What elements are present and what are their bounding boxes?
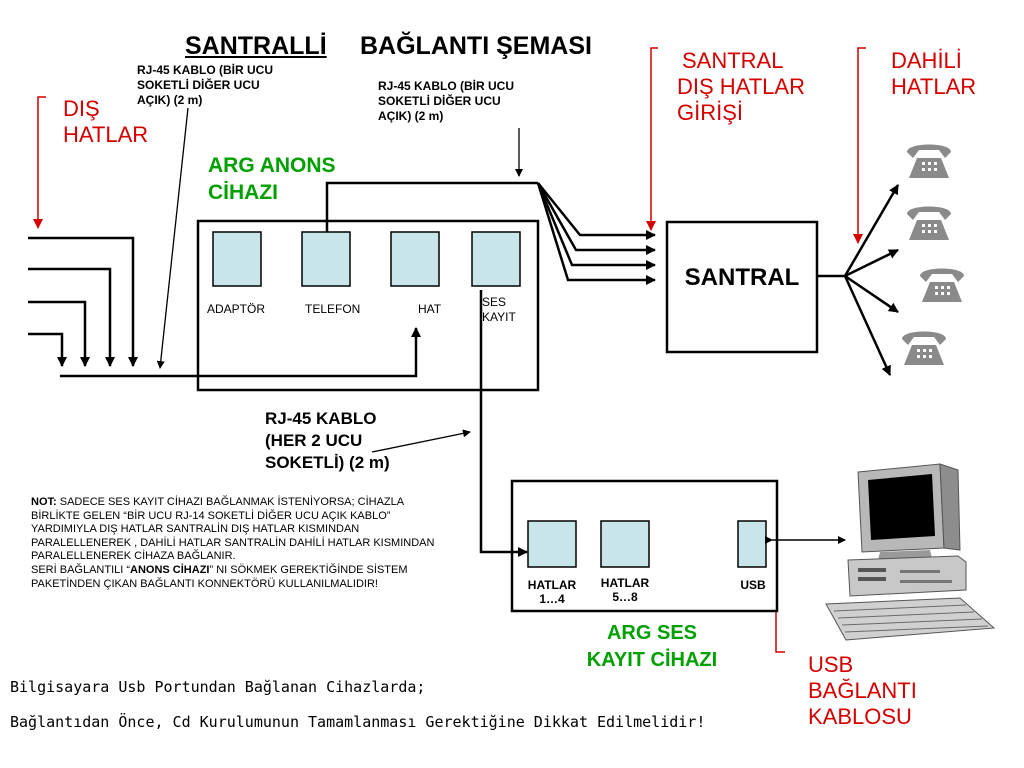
port-label-hatlar-1-4: HATLAR 1…4: [527, 578, 577, 606]
note-text: NOT: SADECE SES KAYIT CİHAZI BAĞLANMAK İ…: [31, 496, 435, 590]
port-label-adaptor: ADAPTÖR: [207, 302, 266, 316]
rj45-middle-label: RJ-45 KABLO (HER 2 UCU SOKETLİ) (2 m): [265, 409, 390, 472]
arg-ses-kayit-name: ARG SES KAYIT CİHAZI: [586, 622, 718, 671]
arg-anons-box: [196, 219, 540, 392]
ses-kayit-cable: [479, 290, 528, 557]
port-label-ses-kayit: SES KAYIT: [482, 295, 516, 324]
telephone-icon: [907, 206, 951, 240]
telephone-icon: [920, 268, 964, 302]
santral-dis-hatlar-girisi-label: SANTRAL DIŞ HATLAR GİRİŞİ: [677, 48, 805, 125]
santral-box: [665, 220, 819, 354]
dahili-hatlar-label: DAHİLİ HATLAR: [891, 48, 977, 99]
rj45-left-label: RJ-45 KABLO (BİR UCU SOKETLİ DİĞER UCU A…: [137, 63, 274, 107]
fan-to-phones: [817, 184, 900, 376]
port-telefon: [301, 231, 351, 287]
arg-ses-kayit-box: [510, 479, 779, 613]
rj45-right-label: RJ-45 KABLO (BİR UCU SOKETLİ DİĞER UCU A…: [378, 79, 515, 123]
bottom-line-1: Bilgisayara Usb Portundan Bağlanan Cihaz…: [10, 678, 426, 696]
port-hatlar-5-8: [600, 520, 650, 568]
telephone-icon: [907, 144, 951, 178]
dis-hatlar-label: DIŞ HATLAR: [63, 96, 149, 147]
port-adaptor: [212, 231, 262, 287]
telefon-cable: [325, 181, 538, 232]
outside-lines: [28, 236, 421, 378]
red-indicators: [33, 47, 866, 653]
usb-baglanti-kablosu-label: USB BAĞLANTI KABLOSU: [808, 652, 917, 729]
telephone-icon: [902, 331, 946, 365]
computer-icon: [825, 463, 996, 641]
port-label-hatlar-5-8: HATLAR 5…8: [600, 576, 650, 604]
port-hatlar-1-4: [527, 520, 577, 568]
port-ses-kayit: [471, 231, 521, 287]
port-label-usb: USB: [740, 578, 766, 592]
port-usb: [737, 520, 767, 568]
santral-label: SANTRAL: [684, 264, 800, 291]
arg-anons-name: ARG ANONS CİHAZI: [208, 154, 336, 204]
port-label-hat: HAT: [418, 302, 442, 316]
fan-to-santral: [536, 182, 656, 285]
bottom-line-2: Bağlantıdan Önce, Cd Kurulumunun Tamamla…: [10, 713, 706, 731]
rj45-left-pointer: [156, 107, 189, 369]
title-part1: SANTRALLİ: [185, 32, 327, 60]
title-part2: BAĞLANTI ŞEMASI: [360, 32, 592, 60]
port-label-telefon: TELEFON: [305, 302, 361, 316]
port-hat: [390, 231, 440, 287]
